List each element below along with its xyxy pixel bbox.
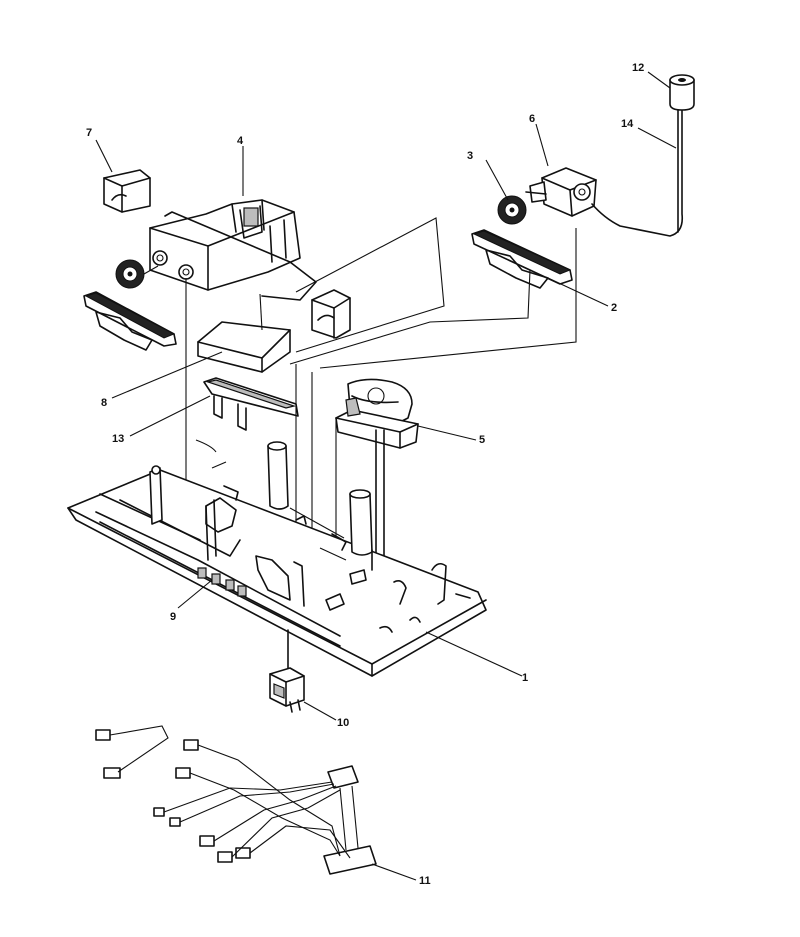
callout-4: 4: [237, 135, 244, 147]
callout-6: 6: [529, 113, 535, 125]
part-6-thermostat: [525, 109, 684, 237]
callout-11: 11: [419, 875, 431, 887]
part-13-bracket: [203, 377, 299, 431]
callout-5: 5: [479, 434, 485, 446]
part-4-damper-housing: [149, 199, 317, 301]
callout-8: 8: [101, 397, 107, 409]
callout-7: 7: [86, 127, 92, 139]
callout-9: 9: [170, 611, 176, 623]
callout-10: 10: [337, 717, 349, 729]
callout-14: 14: [621, 118, 634, 130]
callout-labels: 1 2 3 4 5 6 7 8 9 10 11 12 13 14: [86, 62, 644, 887]
part-5-fan-motor: [335, 378, 419, 561]
part-1-base-tray: [67, 439, 487, 677]
part-12-cap: [669, 74, 695, 111]
callout-3: 3: [467, 150, 473, 162]
callout-1: 1: [522, 672, 528, 684]
callout-13: 13: [112, 433, 124, 445]
gear-left: [115, 259, 159, 289]
part-10-switch: [269, 629, 305, 713]
part-7-foam-block: [103, 169, 151, 213]
callout-12: 12: [632, 62, 644, 74]
rack-left: [83, 291, 177, 351]
foam-block-center: [311, 289, 351, 339]
part-2-rack-right: [471, 229, 573, 289]
callout-2: 2: [611, 302, 617, 314]
part-3-gear: [497, 195, 527, 225]
part-8-foam-pad: [197, 321, 291, 373]
part-11-wire-harness: [95, 725, 377, 875]
leader-lines: [95, 71, 677, 881]
